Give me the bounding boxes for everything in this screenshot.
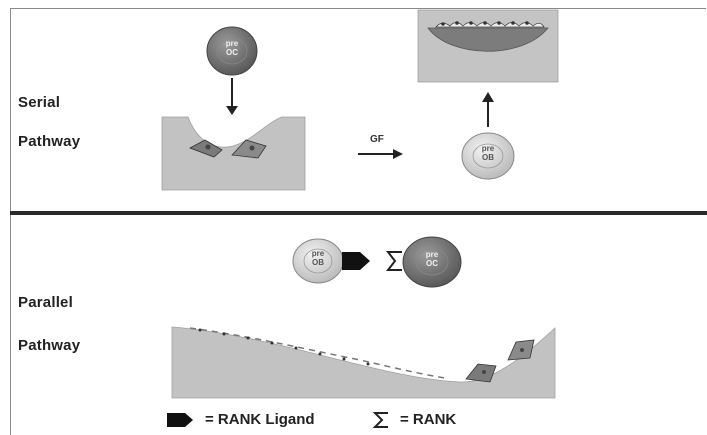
parallel-label-line2: Pathway <box>18 337 81 354</box>
legend-receptor-swatch <box>372 412 388 428</box>
arrow-right-icon <box>358 149 403 159</box>
serial-pre-ob-line1: pre <box>481 144 495 153</box>
serial-bone-trough <box>161 116 306 191</box>
serial-label-line2: Pathway <box>18 133 81 150</box>
arrow-up-icon <box>482 92 494 127</box>
serial-bone-formation <box>417 9 559 83</box>
serial-pre-ob-line2: OB <box>482 153 494 162</box>
legend-ligand-text: = RANK Ligand <box>205 411 315 428</box>
section-divider <box>10 211 707 215</box>
parallel-pre-ob-line2: OB <box>312 258 324 267</box>
legend-ligand-swatch <box>167 413 193 427</box>
parallel-pre-oc-text: pre OC <box>419 250 445 268</box>
serial-pre-oc-text: pre OC <box>219 39 245 57</box>
parallel-label-line1: Parallel <box>18 294 73 311</box>
parallel-pre-oc-cell <box>402 236 462 288</box>
serial-label-line1: Serial <box>18 94 61 111</box>
legend-receptor-text: = RANK <box>400 411 457 428</box>
serial-pre-oc-line2: OC <box>226 48 238 57</box>
growth-factor-label: GF <box>370 134 384 145</box>
rank-ligand-icon <box>342 252 370 270</box>
parallel-pre-ob-line1: pre <box>311 249 325 258</box>
serial-pre-ob-cell <box>461 132 515 180</box>
parallel-bone-surface <box>171 326 556 399</box>
parallel-pre-oc-line1: pre <box>425 250 439 259</box>
serial-pre-oc-cell <box>206 26 258 76</box>
serial-pre-oc-line1: pre <box>225 39 239 48</box>
arrow-down-icon <box>226 78 238 115</box>
rank-receptor-icon <box>385 251 402 271</box>
serial-pre-ob-text: pre OB <box>475 144 501 162</box>
parallel-pre-ob-text: pre OB <box>305 249 331 267</box>
figure-frame <box>10 8 706 435</box>
parallel-pre-oc-line2: OC <box>426 259 438 268</box>
